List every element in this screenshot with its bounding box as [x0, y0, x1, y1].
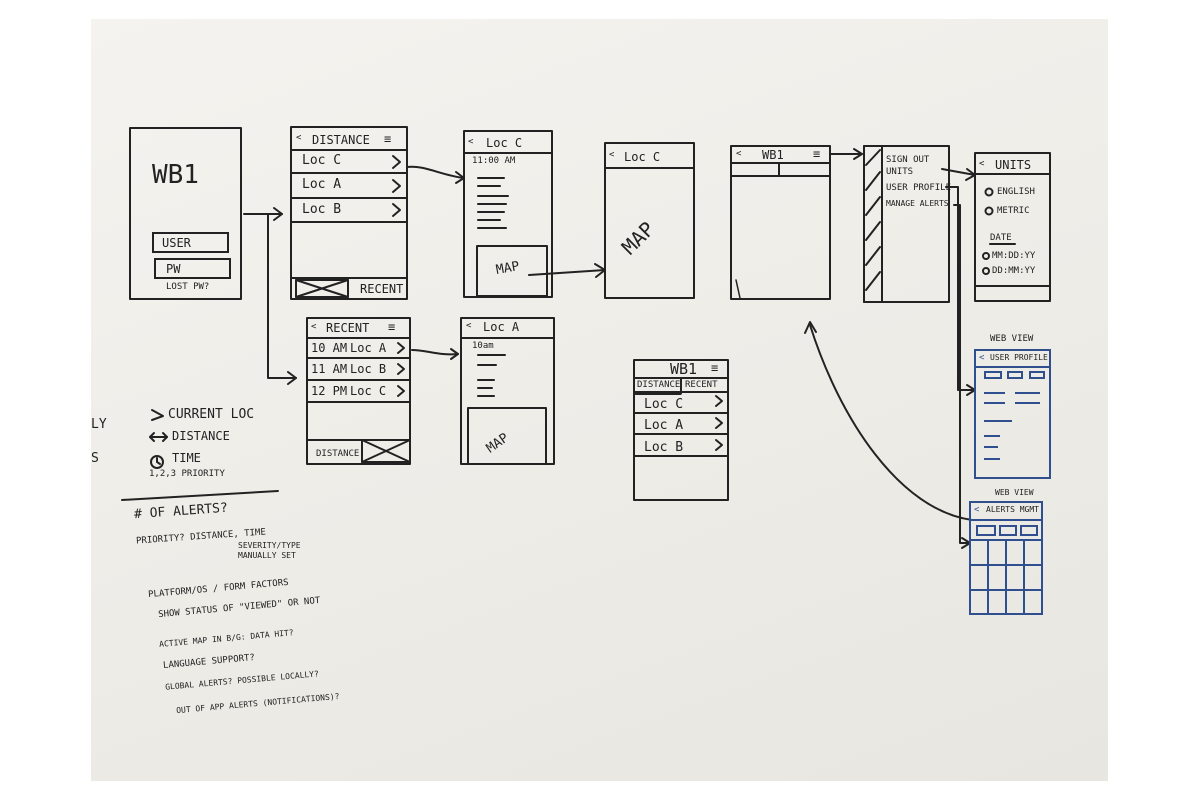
- left-edge-text-1: LY: [91, 417, 107, 432]
- wb1-combined-title: WB1: [670, 360, 698, 378]
- webview-profile-caption: WEB VIEW: [990, 334, 1034, 344]
- note-severity: SEVERITY/TYPE: [238, 541, 301, 550]
- back-chevron-icon[interactable]: <: [466, 321, 472, 331]
- password-label: PW: [166, 262, 181, 276]
- recent-tab-box: [361, 439, 411, 463]
- date-option-ddmmyy[interactable]: DD:MM:YY: [992, 266, 1036, 276]
- distance-row-1[interactable]: Loc C: [302, 153, 342, 168]
- menu-units[interactable]: UNITS: [886, 167, 914, 177]
- back-chevron-icon[interactable]: <: [979, 353, 985, 363]
- webview-alerts-header: ALERTS MGMT: [986, 505, 1039, 514]
- menu-sign-out[interactable]: SIGN OUT: [886, 155, 930, 165]
- password-field[interactable]: PW: [154, 258, 231, 279]
- back-chevron-icon[interactable]: <: [468, 137, 474, 147]
- login-screen-frame: [129, 127, 242, 300]
- loc-c-time: 11:00 AM: [472, 156, 516, 166]
- units-frame: [974, 152, 1051, 302]
- menu-user-profile[interactable]: USER PROFILE: [886, 183, 952, 193]
- tab-recent[interactable]: RECENT: [685, 380, 718, 390]
- recent-row-3-loc[interactable]: Loc C: [350, 384, 387, 398]
- hamburger-menu-icon[interactable]: ≡: [711, 361, 719, 375]
- distance-tab-label[interactable]: DISTANCE: [316, 449, 360, 459]
- login-title: WB1: [152, 160, 199, 190]
- webview-alerts-caption: WEB VIEW: [995, 488, 1034, 497]
- username-label: USER: [162, 236, 191, 250]
- legend-time: TIME: [172, 451, 201, 465]
- distance-tab-box: [295, 279, 349, 298]
- wb1-row-2[interactable]: Loc A: [644, 418, 684, 433]
- webview-profile-frame: [974, 349, 1051, 479]
- webview-profile-header: USER PROFILE: [990, 353, 1048, 362]
- back-chevron-icon[interactable]: <: [974, 505, 980, 515]
- recent-row-3-time: 12 PM: [311, 384, 348, 398]
- back-chevron-icon[interactable]: <: [296, 133, 302, 143]
- loc-c-map-header: Loc C: [624, 150, 661, 164]
- date-option-mmddyy[interactable]: MM:DD:YY: [992, 251, 1036, 261]
- wb1-combined-frame: [633, 359, 729, 501]
- legend-priority: 1,2,3 PRIORITY: [149, 469, 225, 479]
- hamburger-menu-icon[interactable]: ≡: [813, 147, 821, 161]
- date-label: DATE: [990, 233, 1012, 243]
- back-chevron-icon[interactable]: <: [979, 159, 985, 169]
- recent-row-1-time: 10 AM: [311, 341, 348, 355]
- back-chevron-icon[interactable]: <: [736, 149, 742, 159]
- hamburger-menu-icon[interactable]: ≡: [388, 320, 396, 334]
- units-option-english[interactable]: ENGLISH: [997, 187, 1035, 197]
- units-option-metric[interactable]: METRIC: [997, 206, 1030, 216]
- hamburger-menu-icon[interactable]: ≡: [384, 132, 392, 146]
- recent-row-1-loc[interactable]: Loc A: [350, 341, 387, 355]
- loc-a-header: Loc A: [483, 320, 520, 334]
- back-chevron-icon[interactable]: <: [609, 150, 615, 160]
- recent-header: RECENT: [326, 321, 370, 335]
- wb1-row-3[interactable]: Loc B: [644, 440, 684, 455]
- distance-header: DISTANCE: [312, 133, 370, 147]
- recent-row-2-time: 11 AM: [311, 362, 348, 376]
- recent-row-2-loc[interactable]: Loc B: [350, 362, 387, 376]
- units-header: UNITS: [995, 158, 1032, 172]
- loc-c-map-frame: [604, 142, 695, 299]
- wb1-row-1[interactable]: Loc C: [644, 397, 684, 412]
- menu-manage-alerts[interactable]: MANAGE ALERTS: [886, 199, 949, 208]
- back-chevron-icon[interactable]: <: [311, 322, 317, 332]
- lost-password-link[interactable]: LOST PW?: [166, 282, 210, 292]
- distance-screen-frame: [290, 126, 408, 300]
- loc-c-header: Loc C: [486, 136, 523, 150]
- recent-tab-label[interactable]: RECENT: [360, 282, 404, 296]
- legend-distance: DISTANCE: [172, 429, 230, 443]
- legend-current-loc: CURRENT LOC: [168, 407, 255, 422]
- left-edge-text-2: S: [91, 451, 99, 466]
- loc-c-map[interactable]: MAP: [494, 259, 521, 278]
- recent-screen-frame: [306, 317, 411, 465]
- distance-row-3[interactable]: Loc B: [302, 202, 342, 217]
- username-field[interactable]: USER: [152, 232, 229, 253]
- wb1-main-frame: [730, 145, 831, 300]
- wb1-main-title: WB1: [762, 148, 784, 162]
- tab-distance[interactable]: DISTANCE: [637, 380, 681, 390]
- distance-row-2[interactable]: Loc A: [302, 177, 342, 192]
- note-manual: MANUALLY SET: [238, 551, 296, 560]
- loc-a-time: 10am: [472, 341, 494, 351]
